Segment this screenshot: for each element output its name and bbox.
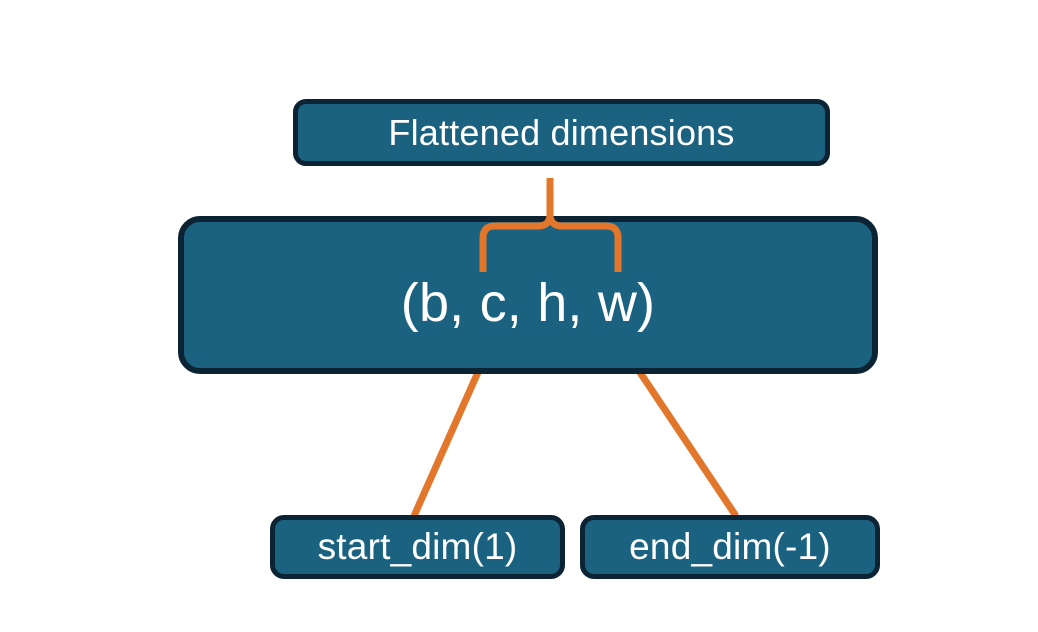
start-dim-label: start_dim(1) — [317, 526, 518, 567]
tensor-shape-label: (b, c, h, w) — [400, 273, 656, 333]
end-dim-box: end_dim(-1) — [580, 515, 880, 579]
flattened-dimensions-label: Flattened dimensions — [388, 111, 735, 153]
flattened-dimensions-box: Flattened dimensions — [293, 99, 830, 166]
end-dim-label: end_dim(-1) — [629, 526, 831, 567]
tensor-shape-box: (b, c, h, w) — [178, 216, 878, 374]
start-dim-box: start_dim(1) — [270, 515, 565, 579]
